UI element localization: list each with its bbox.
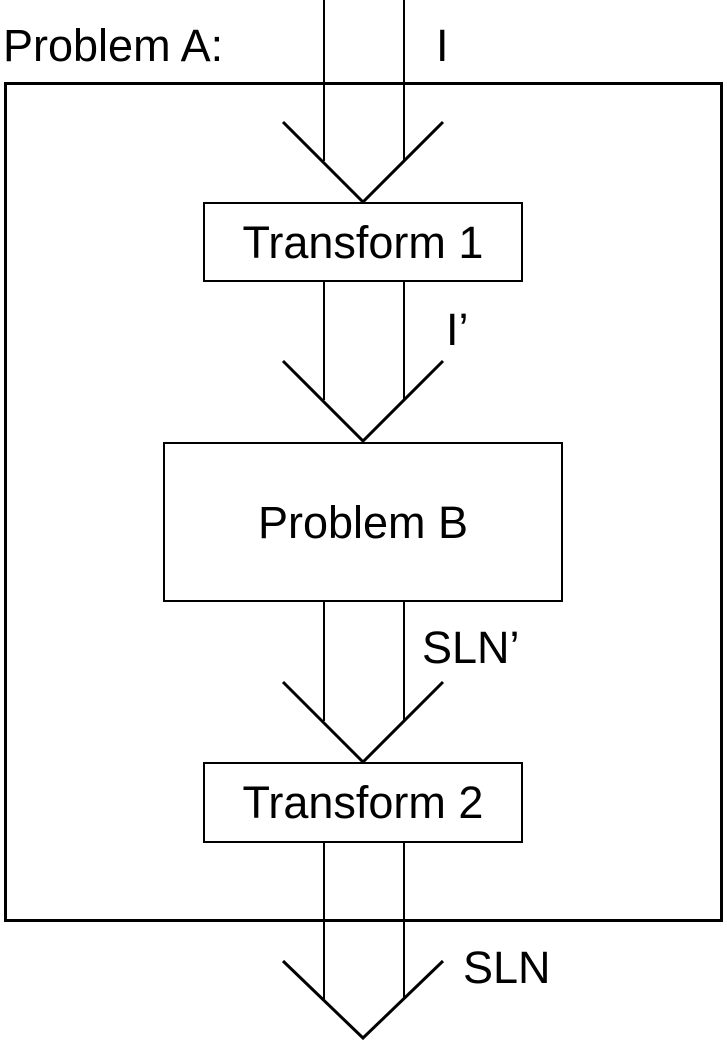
- node-problem-b-label: Problem B: [257, 496, 469, 548]
- edge-label-input: I: [436, 20, 449, 71]
- node-transform-1-label: Transform 1: [242, 216, 484, 268]
- edge-label-transformed-input: I’: [446, 304, 469, 355]
- node-transform-1: Transform 1: [203, 202, 523, 282]
- node-transform-2: Transform 2: [203, 762, 523, 843]
- edge-label-solution: SLN: [463, 942, 551, 993]
- arrow-output-head-icon: [281, 959, 445, 1041]
- arrow-t1-to-b-head-icon: [281, 359, 445, 444]
- edge-label-transformed-solution: SLN’: [422, 622, 520, 673]
- node-problem-b: Problem B: [163, 442, 563, 602]
- diagram-title: Problem A:: [3, 20, 224, 71]
- arrow-input-head-icon: [281, 120, 445, 205]
- arrow-b-to-t2-head-icon: [281, 680, 445, 765]
- node-transform-2-label: Transform 2: [242, 777, 484, 828]
- problem-a-boundary-box: [4, 82, 723, 922]
